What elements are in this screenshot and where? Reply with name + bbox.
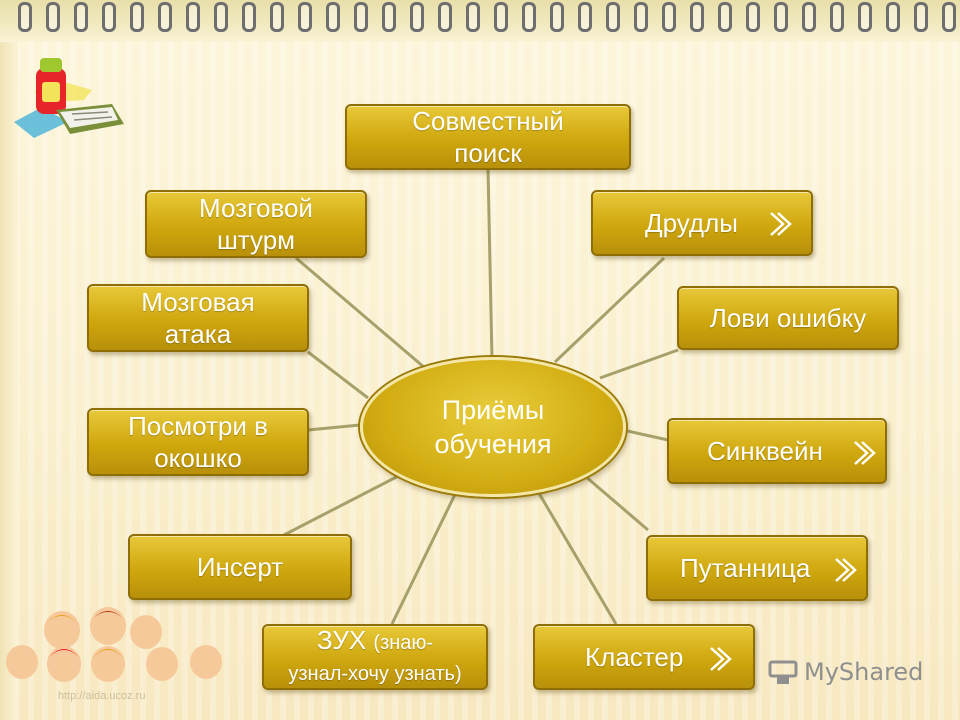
notebook-rings: [0, 0, 960, 42]
ring-icon: [298, 2, 312, 32]
node-sovmestnyi-poisk[interactable]: Совместный поиск: [345, 104, 631, 170]
node-label: Совместный поиск: [412, 106, 564, 168]
node-mozgovoi-shturm[interactable]: Мозговой штурм: [145, 190, 367, 258]
connector-line: [307, 350, 369, 400]
ring-icon: [46, 2, 60, 32]
left-band: [0, 42, 18, 720]
ring-icon: [186, 2, 200, 32]
ring-icon: [774, 2, 788, 32]
ring-icon: [158, 2, 172, 32]
ring-icon: [18, 2, 32, 32]
ring-icon: [858, 2, 872, 32]
node-label: Лови ошибку: [709, 303, 867, 333]
ring-icon: [410, 2, 424, 32]
ring-icon: [606, 2, 620, 32]
watermark-text: MyShared: [804, 658, 924, 686]
connector-line: [577, 468, 649, 532]
node-putannica[interactable]: Путанница: [646, 535, 868, 601]
ring-icon: [74, 2, 88, 32]
node-label-paren: (знаю- узнал-хочу узнать): [288, 632, 462, 685]
ring-icon: [718, 2, 732, 32]
myshared-logo-icon: [768, 660, 798, 684]
chevron-icon[interactable]: [830, 555, 860, 585]
connector-line: [295, 256, 426, 370]
ring-icon: [382, 2, 396, 32]
node-posmotri[interactable]: Посмотри в окошко: [87, 408, 309, 476]
node-label: Мозговой штурм: [199, 193, 313, 255]
ring-icon: [830, 2, 844, 32]
node-label: Инсерт: [196, 552, 284, 582]
node-klaster[interactable]: Кластер: [533, 624, 755, 690]
connector-line: [307, 423, 361, 432]
connector-line: [622, 428, 669, 442]
ring-icon: [746, 2, 760, 32]
ring-icon: [438, 2, 452, 32]
node-druldy[interactable]: Друдлы: [591, 190, 813, 256]
node-sinkvein[interactable]: Синквейн: [667, 418, 887, 484]
ring-icon: [690, 2, 704, 32]
node-mozgovaya-ataka[interactable]: Мозговая атака: [87, 284, 309, 352]
ring-icon: [242, 2, 256, 32]
connector-line: [281, 468, 411, 538]
ring-icon: [494, 2, 508, 32]
ring-icon: [354, 2, 368, 32]
site-url: http://aida.ucoz.ru: [58, 690, 146, 702]
ring-icon: [130, 2, 144, 32]
ring-icon: [886, 2, 900, 32]
node-label: Путанница: [680, 553, 811, 583]
ring-icon: [466, 2, 480, 32]
kids-faces-icon: [6, 607, 222, 682]
node-label: Кластер: [585, 642, 684, 672]
node-label: Посмотри в окошко: [128, 411, 268, 473]
connector-line: [599, 348, 679, 380]
ring-icon: [550, 2, 564, 32]
node-label: Мозговая атака: [141, 287, 255, 349]
center-node[interactable]: Приёмы обучения: [360, 357, 626, 497]
connector-line: [528, 477, 618, 625]
chevron-icon[interactable]: [765, 209, 795, 239]
connector-line: [553, 256, 666, 364]
backpack-icon: [14, 58, 124, 138]
ring-icon: [914, 2, 928, 32]
ring-icon: [102, 2, 116, 32]
ring-icon: [578, 2, 592, 32]
ring-icon: [942, 2, 956, 32]
myshared-watermark: MyShared: [768, 658, 923, 686]
ring-icon: [802, 2, 816, 32]
node-insert[interactable]: Инсерт: [128, 534, 352, 600]
center-node-label: Приёмы обучения: [434, 395, 552, 459]
node-label: Друдлы: [645, 208, 738, 238]
node-lovi-oshibku[interactable]: Лови ошибку: [677, 286, 899, 350]
connector-line: [486, 167, 494, 361]
ring-icon: [634, 2, 648, 32]
node-zuh[interactable]: ЗУХ (знаю- узнал-хочу узнать): [262, 624, 488, 690]
node-label-main: ЗУХ: [316, 625, 367, 655]
ring-icon: [214, 2, 228, 32]
ring-icon: [662, 2, 676, 32]
chevron-icon[interactable]: [705, 644, 735, 674]
ring-icon: [326, 2, 340, 32]
ring-icon: [522, 2, 536, 32]
node-label: Синквейн: [707, 436, 823, 466]
chevron-icon[interactable]: [849, 438, 879, 468]
ring-icon: [270, 2, 284, 32]
connector-line: [390, 479, 464, 625]
